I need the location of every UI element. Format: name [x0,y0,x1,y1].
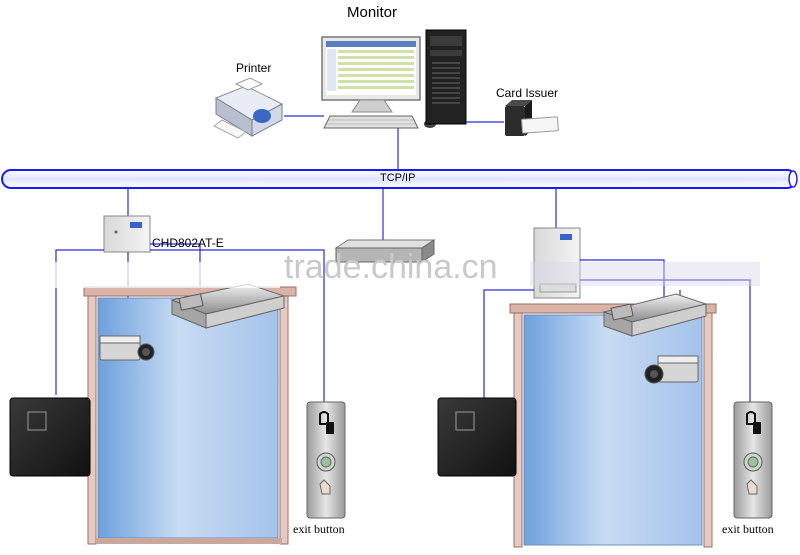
monitor-label: Monitor [347,4,398,21]
printer-icon [213,77,284,139]
card-issuer-label: Card Issuer [496,86,559,100]
controller-label: CHD802AT-E [152,236,224,250]
watermark-band [40,262,760,288]
magnetic-lock-left [170,283,286,329]
magnetic-lock-right [602,293,708,337]
exit-button-label-left: exit button [293,522,345,536]
access-controller-right [533,227,581,299]
watermark-text: trade.china.cn [284,248,498,286]
tcp-ip-bus [1,169,798,189]
card-issuer-icon [505,100,559,136]
access-controller-left [103,215,151,253]
camera-right [644,355,699,384]
tcp-ip-label: TCP/IP [380,172,416,184]
bus-drop-wires [127,188,557,240]
exit-button-right [733,401,773,519]
network-device-center [334,239,436,263]
door-right [509,303,717,548]
exit-button-left [306,401,346,519]
printer-label: Printer [236,61,272,75]
monitor-computer [321,29,467,129]
card-reader-left [9,397,91,477]
card-reader-right [437,397,517,477]
door-left [83,286,297,545]
top-wires [284,115,504,170]
exit-button-label-right: exit button [722,522,774,536]
camera-left [99,335,155,361]
